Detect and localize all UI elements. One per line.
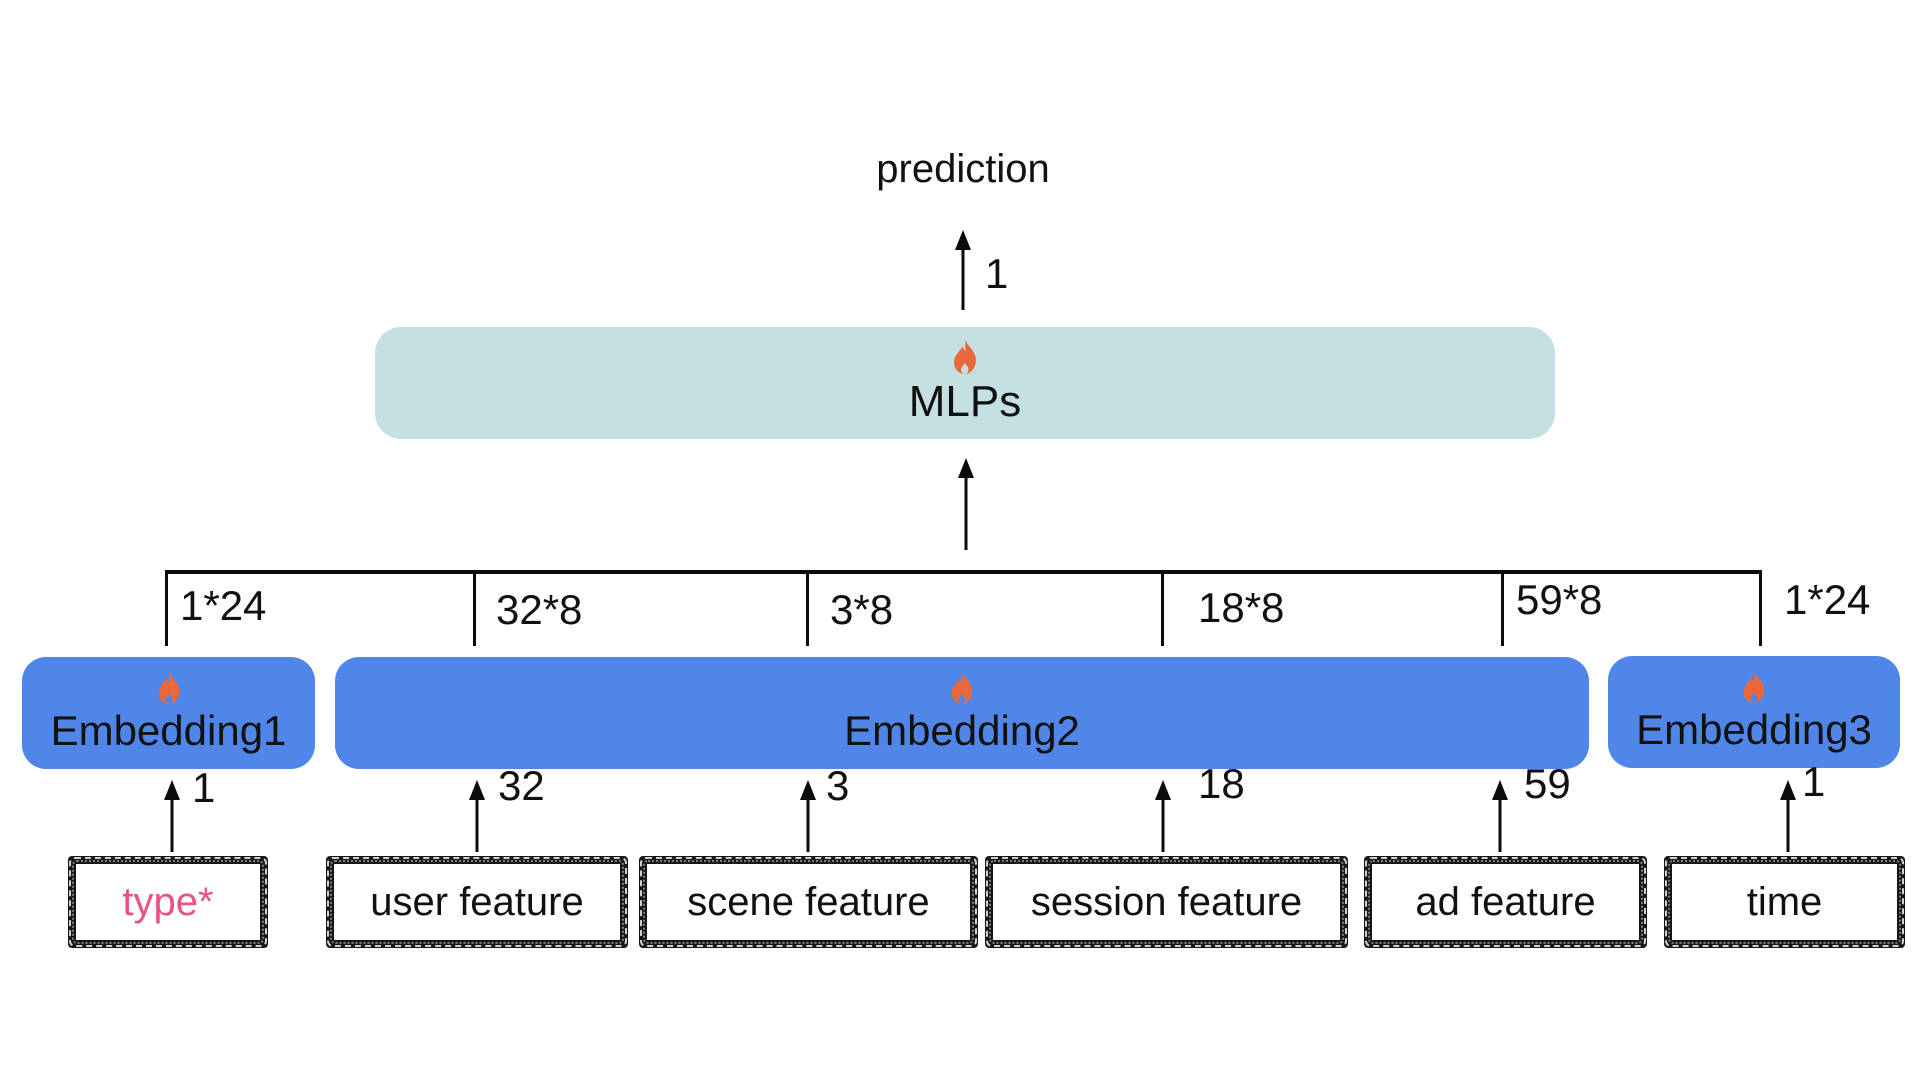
mlp-label: MLPs — [908, 377, 1022, 427]
concat-bus-line — [165, 570, 1762, 574]
input-dim-label-1: 1 — [192, 764, 216, 811]
arrow-head — [164, 780, 180, 800]
input-arrow-user-icon — [468, 780, 486, 852]
embedding2-label: Embedding2 — [844, 707, 1080, 755]
arrow-stem — [806, 794, 810, 852]
bus-branch-1 — [165, 573, 168, 646]
feature-label-type: type* — [122, 880, 214, 924]
output-dim-label: 1 — [985, 250, 1009, 297]
arrow-head — [1155, 780, 1171, 800]
arrow-stem — [170, 794, 174, 852]
bus-dim-label-5: 59*8 — [1516, 576, 1603, 623]
input-arrow-ad-icon — [1491, 780, 1509, 852]
arrow-stem — [1498, 794, 1502, 852]
output-arrow-icon — [954, 230, 972, 310]
arrow-stem — [475, 794, 479, 852]
bus-branch-6 — [1759, 573, 1762, 646]
feature-box-scene: scene feature — [639, 856, 978, 948]
bus-branch-5 — [1501, 573, 1504, 646]
arrow-stem — [1786, 794, 1790, 852]
embedding3-box: Embedding3 — [1608, 656, 1900, 768]
feature-box-ad: ad feature — [1364, 856, 1647, 948]
arrow-head — [1780, 780, 1796, 800]
bus-dim-label-3: 3*8 — [830, 586, 894, 633]
arrow-head — [955, 230, 971, 250]
input-dim-label-2: 32 — [498, 762, 545, 809]
arrow-head — [958, 458, 974, 478]
flame-icon — [951, 673, 973, 705]
feature-label-scene: scene feature — [687, 880, 930, 924]
flame-icon — [1743, 672, 1765, 704]
arrow-head — [1492, 780, 1508, 800]
input-arrow-scene-icon — [799, 780, 817, 852]
feature-box-user: user feature — [326, 856, 628, 948]
bus-dim-label-2: 32*8 — [496, 586, 583, 633]
input-dim-label-5: 59 — [1524, 760, 1571, 807]
flame-icon — [158, 673, 179, 705]
feature-box-session: session feature — [985, 856, 1348, 948]
bus-dim-label-1: 1*24 — [180, 582, 267, 629]
feature-box-type: type* — [68, 856, 268, 948]
input-arrow-time-icon — [1779, 780, 1797, 852]
bus-branch-2 — [473, 573, 476, 646]
mlp-input-arrow-icon — [957, 458, 975, 550]
flame-icon — [954, 340, 976, 375]
feature-label-time: time — [1746, 880, 1823, 924]
embedding1-box: Embedding1 — [22, 657, 315, 769]
embedding1-label: Embedding1 — [50, 707, 287, 755]
embedding2-box: Embedding2 — [335, 657, 1589, 769]
bus-branch-4 — [1161, 573, 1164, 646]
arrow-head — [469, 780, 485, 800]
input-dim-label-3: 3 — [826, 762, 850, 809]
bus-dim-label-6: 1*24 — [1784, 576, 1871, 623]
bus-dim-label-4: 18*8 — [1198, 584, 1285, 631]
arrow-stem — [961, 244, 965, 310]
arrow-stem — [1161, 794, 1165, 852]
input-dim-label-4: 18 — [1198, 760, 1245, 807]
embedding3-label: Embedding3 — [1636, 706, 1872, 754]
feature-box-time: time — [1664, 856, 1905, 948]
input-arrow-session-icon — [1154, 780, 1172, 852]
arrow-stem — [964, 472, 968, 550]
arrow-head — [800, 780, 816, 800]
input-arrow-type-icon — [163, 780, 181, 852]
feature-label-ad: ad feature — [1415, 880, 1596, 924]
bus-branch-3 — [806, 573, 809, 646]
prediction-label: prediction — [876, 147, 1050, 191]
input-dim-label-6: 1 — [1802, 758, 1826, 805]
feature-label-session: session feature — [1030, 880, 1303, 924]
mlp-box: MLPs — [375, 327, 1555, 439]
feature-label-user: user feature — [370, 880, 584, 924]
